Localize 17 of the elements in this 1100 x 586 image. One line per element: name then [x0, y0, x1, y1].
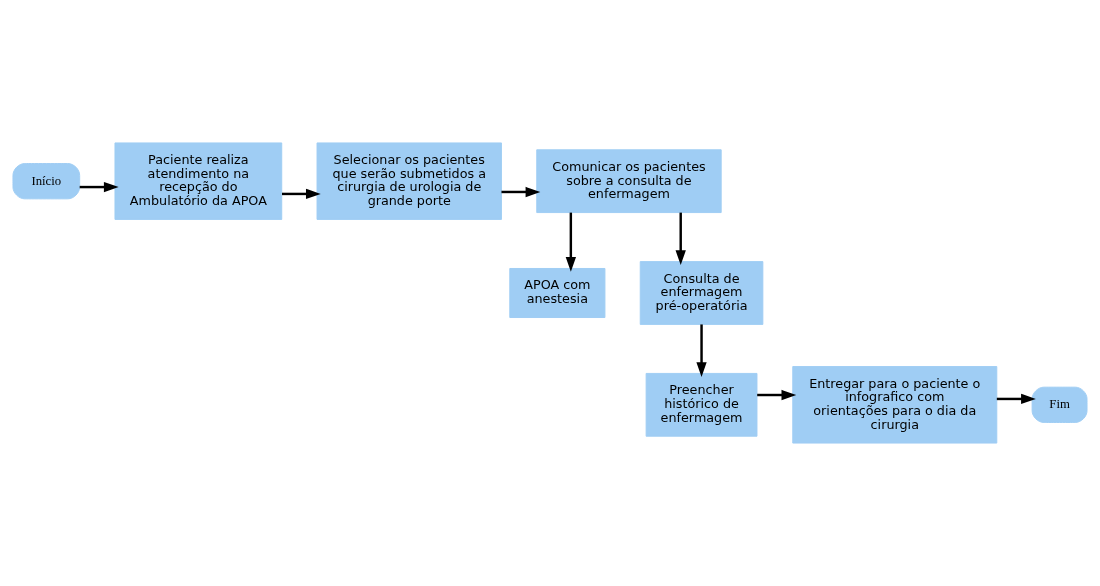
arrow	[675, 212, 686, 266]
node-box: Fim	[1031, 386, 1088, 423]
arrow	[501, 186, 541, 198]
node-box: Preencher histórico de enfermagem	[645, 372, 758, 437]
node-box: Consulta de enfermagem pré-operatória	[639, 261, 764, 325]
node-box: Início	[12, 163, 81, 200]
arrow	[565, 212, 576, 272]
arrow	[696, 324, 707, 377]
node-box: Entregar para o paciente o infografico com orientações para o dia da cirurgia	[792, 366, 998, 444]
node-box: Comunicar os pacientes sobre a consulta de enfermagem	[536, 149, 722, 214]
arrow	[996, 393, 1036, 405]
node-box: APOA com anestesia	[509, 268, 606, 318]
node-box: Selecionar os pacientes que serão submetidos a cirurgia de urologia de grande porte	[316, 142, 502, 220]
node-box: Paciente realiza atendimento na recepção do Ambulatório da APOA	[114, 142, 283, 220]
arrow	[79, 181, 119, 193]
arrow	[282, 188, 321, 200]
arrow	[757, 389, 797, 401]
